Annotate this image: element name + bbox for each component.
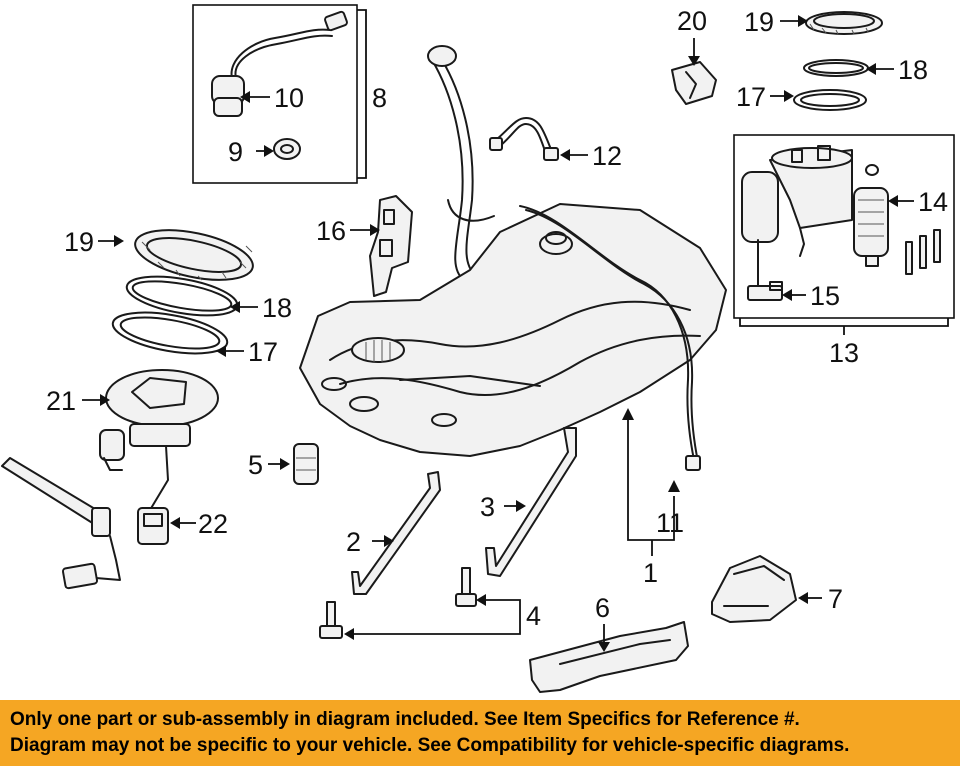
- callout-17-right: 17: [736, 82, 766, 112]
- callout-18-left: 18: [262, 293, 292, 323]
- part-21-sending-unit: [99, 369, 219, 511]
- callout-labels: 1 2 3 4 5 6 7 8 9 10 11 12 13 14 15 16 1…: [46, 6, 948, 631]
- part-19-lock-ring-left: [134, 229, 254, 281]
- part-16-bracket: [369, 195, 413, 297]
- part-21-float-arm: [1, 457, 121, 590]
- part-17-gasket-upper: [793, 89, 867, 111]
- group-box-8: [192, 4, 358, 184]
- part-10-sensor-harness: [211, 10, 348, 117]
- part-7-cover: [711, 555, 797, 623]
- callout-11: 11: [656, 508, 684, 538]
- part-18-seal-upper: [803, 59, 869, 77]
- callout-3: 3: [480, 492, 495, 522]
- filler-neck: [427, 45, 495, 281]
- bracket-8: [357, 9, 367, 179]
- callout-13: 13: [829, 338, 859, 368]
- part-20-clip: [671, 61, 717, 105]
- callout-19-left: 19: [64, 227, 94, 257]
- part-14-fuel-pump: [853, 187, 941, 275]
- part-9-seal-ring: [273, 138, 301, 160]
- callout-10: 10: [274, 83, 304, 113]
- callout-16: 16: [316, 216, 346, 246]
- callout-15: 15: [810, 281, 840, 311]
- callout-21: 21: [46, 386, 76, 416]
- callout-7: 7: [828, 584, 843, 614]
- part-4-bolt-left: [319, 601, 343, 639]
- callout-18-right: 18: [898, 55, 928, 85]
- callout-9: 9: [228, 137, 243, 167]
- callout-1: 1: [643, 558, 658, 588]
- leader-lines: [82, 15, 914, 652]
- part-1-fuel-tank: [299, 203, 727, 471]
- callout-17-left: 17: [248, 337, 278, 367]
- part-4-bolt-right: [455, 567, 477, 607]
- part-15-level-sender: [747, 281, 783, 301]
- callout-14: 14: [918, 187, 948, 217]
- callout-20: 20: [677, 6, 707, 36]
- part-17-gasket-left: [111, 311, 229, 355]
- part-2-tank-strap: [351, 471, 441, 595]
- callout-19-right: 19: [744, 7, 774, 37]
- group-box-13: [733, 134, 955, 319]
- part-19-lock-ring-upper: [805, 11, 883, 35]
- callout-8: 8: [372, 83, 387, 113]
- part-22-connector: [137, 507, 169, 545]
- callout-22: 22: [198, 509, 228, 539]
- disclaimer-banner: Only one part or sub-assembly in diagram…: [0, 700, 960, 766]
- callout-4: 4: [526, 601, 541, 631]
- part-5-bumper: [293, 443, 319, 485]
- disclaimer-line-2: Diagram may not be specific to your vehi…: [10, 735, 850, 756]
- callout-2: 2: [346, 527, 361, 557]
- part-12-hose: [489, 117, 559, 161]
- part-3-tank-strap: [485, 427, 577, 577]
- bracket-13: [739, 318, 949, 327]
- callout-5: 5: [248, 450, 263, 480]
- callout-6: 6: [595, 593, 610, 623]
- disclaimer-line-1: Only one part or sub-assembly in diagram…: [10, 709, 800, 730]
- callout-12: 12: [592, 141, 622, 171]
- part-6-heat-shield: [529, 621, 689, 693]
- part-13-fuel-pump-module: [741, 145, 879, 297]
- parts-diagram: 1 2 3 4 5 6 7 8 9 10 11 12 13 14 15 16 1…: [1, 4, 955, 693]
